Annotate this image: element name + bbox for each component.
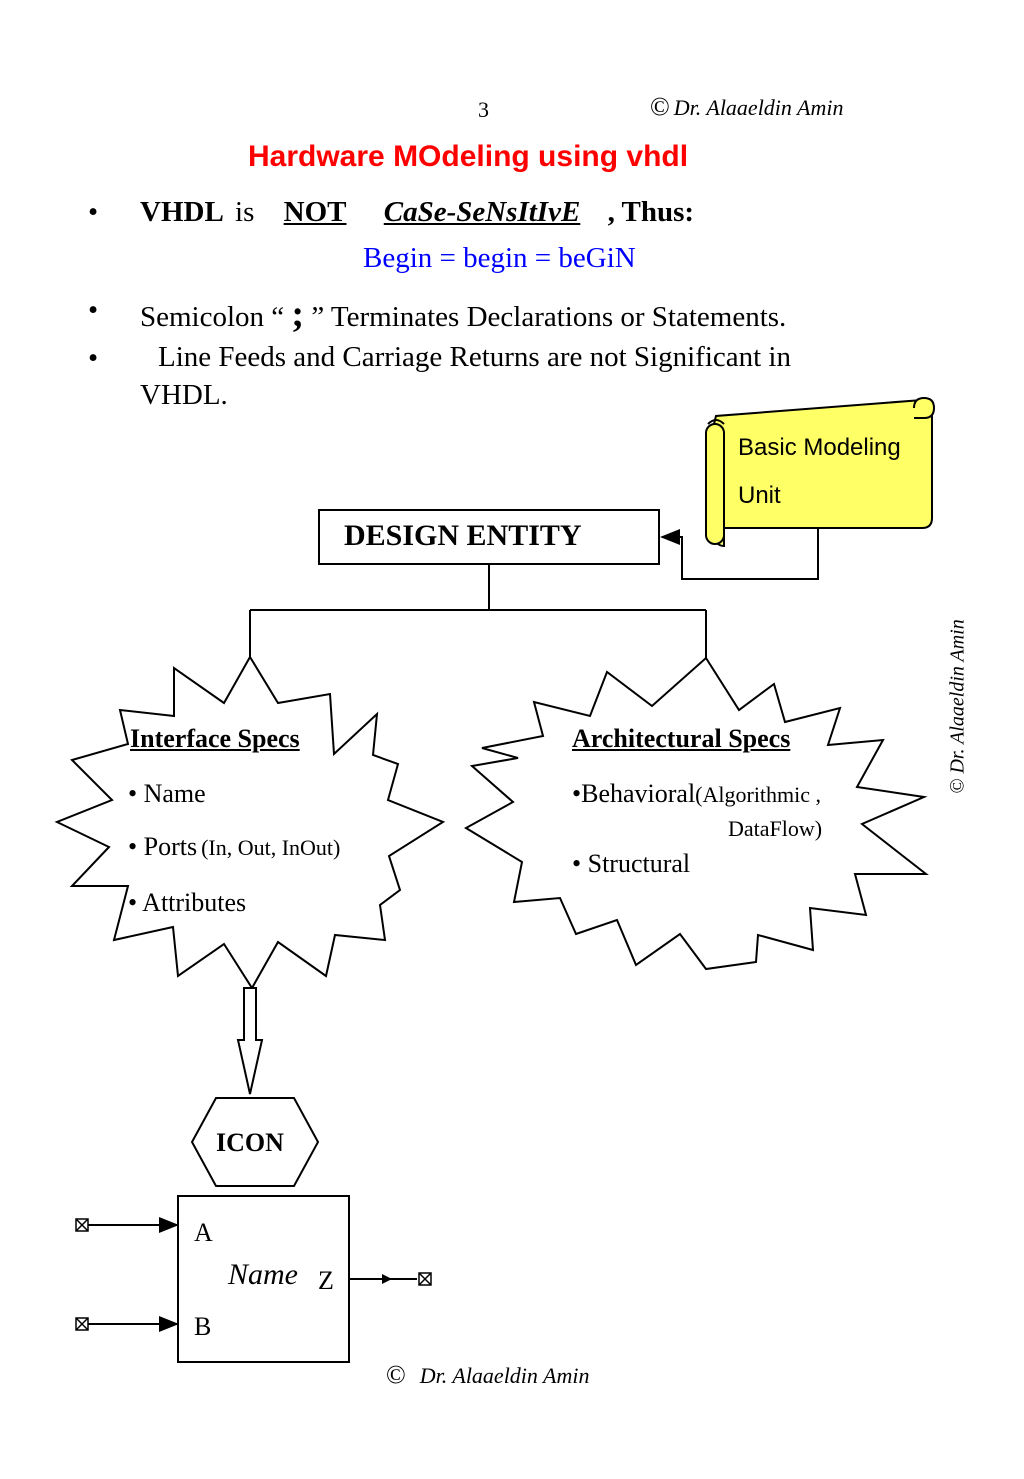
bullet-line-feeds-line1: Line Feeds and Carriage Returns are not … bbox=[158, 341, 791, 373]
block-input-a: A bbox=[194, 1218, 213, 1247]
bullet-marker: • bbox=[88, 342, 99, 374]
footer-author: Dr. Alaaeldin Amin bbox=[419, 1363, 590, 1388]
port-z-terminal bbox=[418, 1272, 432, 1286]
port-a-terminal bbox=[75, 1218, 89, 1232]
architecture-item-behavioral: •Behavioral(Algorithmic , bbox=[572, 779, 821, 809]
down-arrow bbox=[236, 987, 264, 1095]
copyright-symbol: © bbox=[650, 92, 670, 121]
interface-item-attributes: • Attributes bbox=[128, 888, 247, 917]
bullet-marker: • bbox=[88, 196, 99, 228]
semicolon-char: ; bbox=[291, 293, 305, 335]
architecture-item-structural: • Structural bbox=[572, 849, 691, 878]
scroll-note bbox=[705, 396, 936, 548]
thus-word: , Thus: bbox=[607, 196, 695, 228]
icon-hexagon bbox=[190, 1097, 320, 1187]
interface-item-name: • Name bbox=[128, 779, 206, 808]
behavioral-detail: (Algorithmic , bbox=[695, 782, 822, 807]
bullet-case-insensitive: VHDL is NOT CaSe-SeNsItIvE , Thus: bbox=[140, 196, 694, 229]
block-name: Name bbox=[228, 1258, 298, 1291]
header-author: Dr. Alaaeldin Amin bbox=[673, 95, 844, 120]
header-copyright: © Dr. Alaaeldin Amin bbox=[650, 92, 843, 122]
footer-copyright-symbol: © bbox=[386, 1360, 406, 1389]
behavioral-detail-2: DataFlow) bbox=[728, 816, 823, 841]
ports-label: • Ports bbox=[128, 832, 198, 861]
architecture-starburst bbox=[464, 656, 929, 971]
entity-box bbox=[318, 509, 660, 565]
semicolon-after: ” Terminates Declarations or Statements. bbox=[311, 301, 787, 333]
bullet-marker: • bbox=[88, 294, 99, 326]
component-block bbox=[177, 1195, 350, 1363]
ports-detail: (In, Out, InOut) bbox=[201, 835, 341, 860]
scroll-connector bbox=[660, 528, 819, 580]
page-title: Hardware MOdeling using vhdl bbox=[248, 140, 689, 173]
page-number: 3 bbox=[478, 97, 489, 122]
interface-item-ports: • Ports (In, Out, InOut) bbox=[128, 832, 340, 862]
scroll-note-line2: Unit bbox=[738, 482, 781, 509]
port-b-terminal bbox=[75, 1317, 89, 1331]
vhdl-word: VHDL bbox=[140, 196, 224, 228]
tree-connectors bbox=[249, 564, 707, 660]
bullet-line-feeds-line2: VHDL. bbox=[140, 379, 228, 411]
bullet-semicolon: Semicolon “ ; ” Terminates Declarations … bbox=[140, 292, 786, 336]
entity-box-label: DESIGN ENTITY bbox=[344, 519, 582, 552]
side-watermark: © Dr. Alaaeldin Amin bbox=[946, 619, 969, 794]
scroll-note-line1: Basic Modeling bbox=[738, 434, 901, 461]
case-sensitive-word: CaSe-SeNsItIvE bbox=[383, 196, 581, 228]
semicolon-before: Semicolon “ bbox=[140, 301, 285, 333]
is-word: is bbox=[235, 196, 255, 228]
icon-label: ICON bbox=[216, 1128, 284, 1157]
not-word: NOT bbox=[283, 196, 347, 228]
footer-copyright: © Dr. Alaaeldin Amin bbox=[386, 1360, 589, 1390]
behavioral-label: •Behavioral bbox=[572, 779, 696, 808]
interface-starburst bbox=[54, 655, 446, 990]
architecture-heading: Architectural Specs bbox=[572, 724, 791, 753]
block-input-b: B bbox=[194, 1312, 212, 1341]
case-example: Begin = begin = beGiN bbox=[363, 242, 636, 274]
block-output-z: Z bbox=[318, 1266, 334, 1295]
interface-heading: Interface Specs bbox=[130, 724, 300, 753]
